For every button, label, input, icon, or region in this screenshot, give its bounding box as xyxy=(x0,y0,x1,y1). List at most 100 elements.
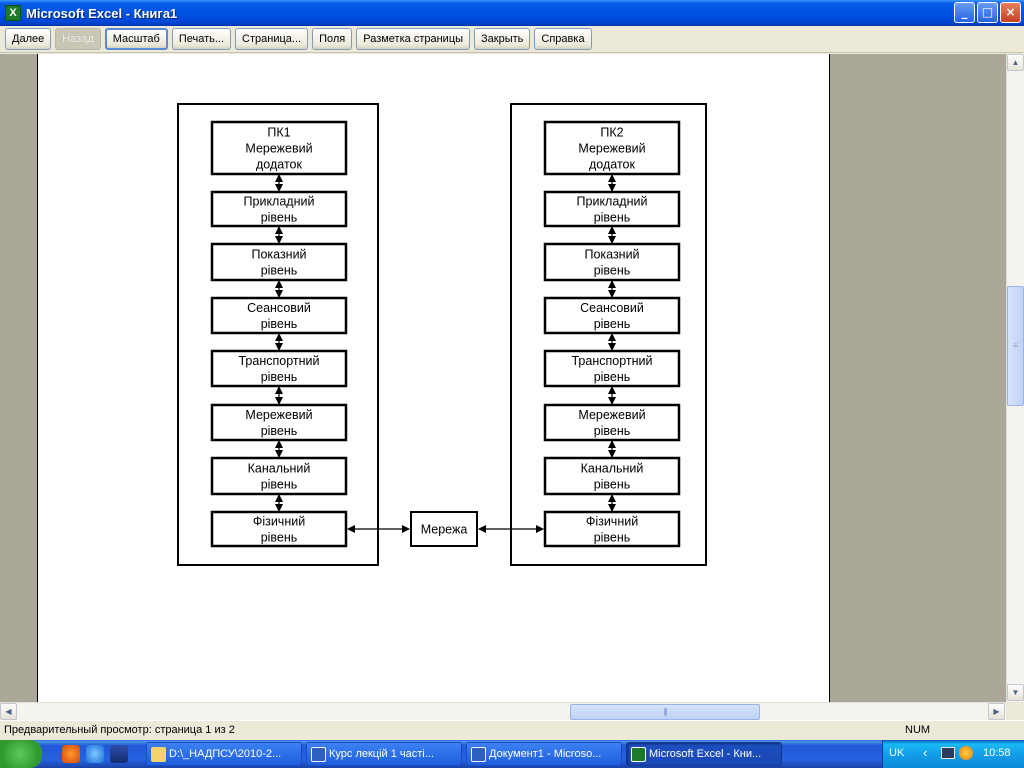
pc1-outer-frame xyxy=(177,103,379,566)
page-break-preview-button[interactable]: Разметка страницы xyxy=(356,28,471,50)
pc1-layer-text: Канальний xyxy=(248,462,311,476)
vertical-scrollbar[interactable]: ▲ ≡ ▼ xyxy=(1006,54,1024,702)
page-setup-button[interactable]: Страница... xyxy=(235,28,309,50)
pc2-layer-text: рівень xyxy=(594,264,631,278)
network-icon[interactable] xyxy=(941,747,955,759)
pc1-layer-text: додаток xyxy=(256,158,302,172)
horizontal-scrollbar[interactable]: ◀ ||| ▶ xyxy=(0,702,1006,720)
pc1-layer-text: Транспортний xyxy=(239,354,320,368)
start-button[interactable] xyxy=(0,740,42,768)
pc1-layer-text: рівень xyxy=(261,478,298,492)
print-button[interactable]: Печать... xyxy=(171,28,232,50)
status-bar: Предварительный просмотр: страница 1 из … xyxy=(0,720,1024,740)
pc2-layer-box-7 xyxy=(543,510,681,548)
pc1-layer-box-1 xyxy=(210,190,348,228)
pc2-layer-text: рівень xyxy=(594,370,631,384)
internet-explorer-icon[interactable] xyxy=(86,745,104,763)
taskbar-item-label: Курс лекцій 1 часті... xyxy=(329,748,434,760)
previous-button[interactable]: Назад xyxy=(55,28,101,50)
taskbar-item-label: D:\_НАДПСУ\2010-2... xyxy=(169,748,282,760)
pc2-layer-box-6 xyxy=(543,456,681,496)
taskbar-item-folder[interactable]: D:\_НАДПСУ\2010-2... xyxy=(146,742,302,766)
pc2-layer-text: рівень xyxy=(594,478,631,492)
pc2-outer-frame xyxy=(510,103,707,566)
margins-button[interactable]: Поля xyxy=(312,28,353,50)
scroll-right-arrow-icon[interactable]: ▶ xyxy=(988,703,1005,720)
network-label: Мережа xyxy=(421,523,468,537)
system-tray: UK ‹ 10:58 xyxy=(882,740,1024,768)
pc2-layer-text: Фізичний xyxy=(586,515,638,529)
pc1-layer-text: Прикладний xyxy=(244,195,315,209)
scrollbar-corner xyxy=(1006,702,1024,720)
pc1-layer-text: рівень xyxy=(261,424,298,438)
antivirus-icon[interactable] xyxy=(959,746,973,760)
pc1-layer-text: Фізичний xyxy=(253,515,305,529)
pc1-layer-box-7 xyxy=(210,510,348,548)
pc2-layer-text: ПК2 xyxy=(600,126,623,140)
pc1-layer-box-2 xyxy=(210,242,348,282)
tray-expand-chevron-icon[interactable]: ‹ xyxy=(923,745,928,760)
horizontal-scroll-thumb[interactable]: ||| xyxy=(570,704,760,720)
pc1-layer-text: ПК1 xyxy=(267,126,290,140)
pc2-layer-text: Транспортний xyxy=(572,354,653,368)
vertical-scroll-thumb[interactable]: ≡ xyxy=(1007,286,1024,406)
pc2-layer-text: Прикладний xyxy=(577,195,648,209)
help-button[interactable]: Справка xyxy=(534,28,592,50)
status-text: Предварительный просмотр: страница 1 из … xyxy=(4,724,235,736)
pc1-layer-text: рівень xyxy=(261,264,298,278)
pc2-layer-text: Показний xyxy=(584,248,639,262)
pc1-layer-text: рівень xyxy=(261,317,298,331)
title-bar[interactable]: X Microsoft Excel - Книга1 _ □ × xyxy=(0,0,1024,26)
taskbar: D:\_НАДПСУ\2010-2... Курс лекцій 1 часті… xyxy=(0,740,1024,768)
taskbar-item-label: Документ1 - Microso... xyxy=(489,748,602,760)
pc1-layer-text: рівень xyxy=(261,531,298,545)
pc1-layer-text: Мережевий xyxy=(245,142,312,156)
next-button[interactable]: Далее xyxy=(5,28,52,50)
close-preview-button[interactable]: Закрыть xyxy=(474,28,531,50)
pc1-layer-box-6 xyxy=(210,456,348,496)
pc2-layer-text: рівень xyxy=(594,531,631,545)
pc1-layer-text: рівень xyxy=(261,370,298,384)
pc2-layer-text: рівень xyxy=(594,317,631,331)
folder-icon xyxy=(151,747,166,762)
pc2-layer-text: Мережевий xyxy=(578,142,645,156)
pc2-layer-box-3 xyxy=(543,296,681,335)
show-desktop-icon[interactable] xyxy=(110,745,128,763)
word-document-icon xyxy=(471,747,486,762)
close-button[interactable]: × xyxy=(1000,2,1021,23)
pc2-layer-text: додаток xyxy=(589,158,635,172)
pc2-layer-text: Сеансовий xyxy=(580,301,644,315)
scroll-up-arrow-icon[interactable]: ▲ xyxy=(1007,54,1024,71)
taskbar-item-label: Microsoft Excel - Кни... xyxy=(649,748,762,760)
pc2-layer-text: рівень xyxy=(594,211,631,225)
taskbar-item-word-course[interactable]: Курс лекцій 1 часті... xyxy=(306,742,462,766)
taskbar-item-word-document1[interactable]: Документ1 - Microso... xyxy=(466,742,622,766)
firefox-icon[interactable] xyxy=(62,745,80,763)
network-box xyxy=(410,511,478,547)
window-controls: _ □ × xyxy=(954,2,1021,23)
pc2-layer-text: Мережевий xyxy=(578,408,645,422)
pc1-layer-text: Мережевий xyxy=(245,408,312,422)
zoom-button[interactable]: Масштаб xyxy=(104,28,168,50)
pc2-layer-text: Канальний xyxy=(581,462,644,476)
scroll-down-arrow-icon[interactable]: ▼ xyxy=(1007,684,1024,701)
clock[interactable]: 10:58 xyxy=(983,747,1011,759)
minimize-button[interactable]: _ xyxy=(954,2,975,23)
word-document-icon xyxy=(311,747,326,762)
pc2-layer-text: рівень xyxy=(594,424,631,438)
pc1-layer-box-4 xyxy=(210,349,348,388)
pc2-layer-box-5 xyxy=(543,403,681,442)
print-preview-toolbar: Далее Назад Масштаб Печать... Страница..… xyxy=(0,26,1024,53)
pc1-layer-box-5 xyxy=(210,403,348,442)
pc2-layer-box-4 xyxy=(543,349,681,388)
window-title: Microsoft Excel - Книга1 xyxy=(26,5,178,21)
osi-model-diagram: ПК1МережевийдодатокПрикладнийрівеньПоказ… xyxy=(177,103,707,566)
language-indicator[interactable]: UK xyxy=(889,747,905,759)
maximize-button[interactable]: □ xyxy=(977,2,998,23)
excel-app-icon[interactable]: X xyxy=(5,5,21,21)
taskbar-item-excel[interactable]: Microsoft Excel - Кни... xyxy=(626,742,782,766)
scroll-left-arrow-icon[interactable]: ◀ xyxy=(0,703,17,720)
pc1-layer-text: Показний xyxy=(251,248,306,262)
